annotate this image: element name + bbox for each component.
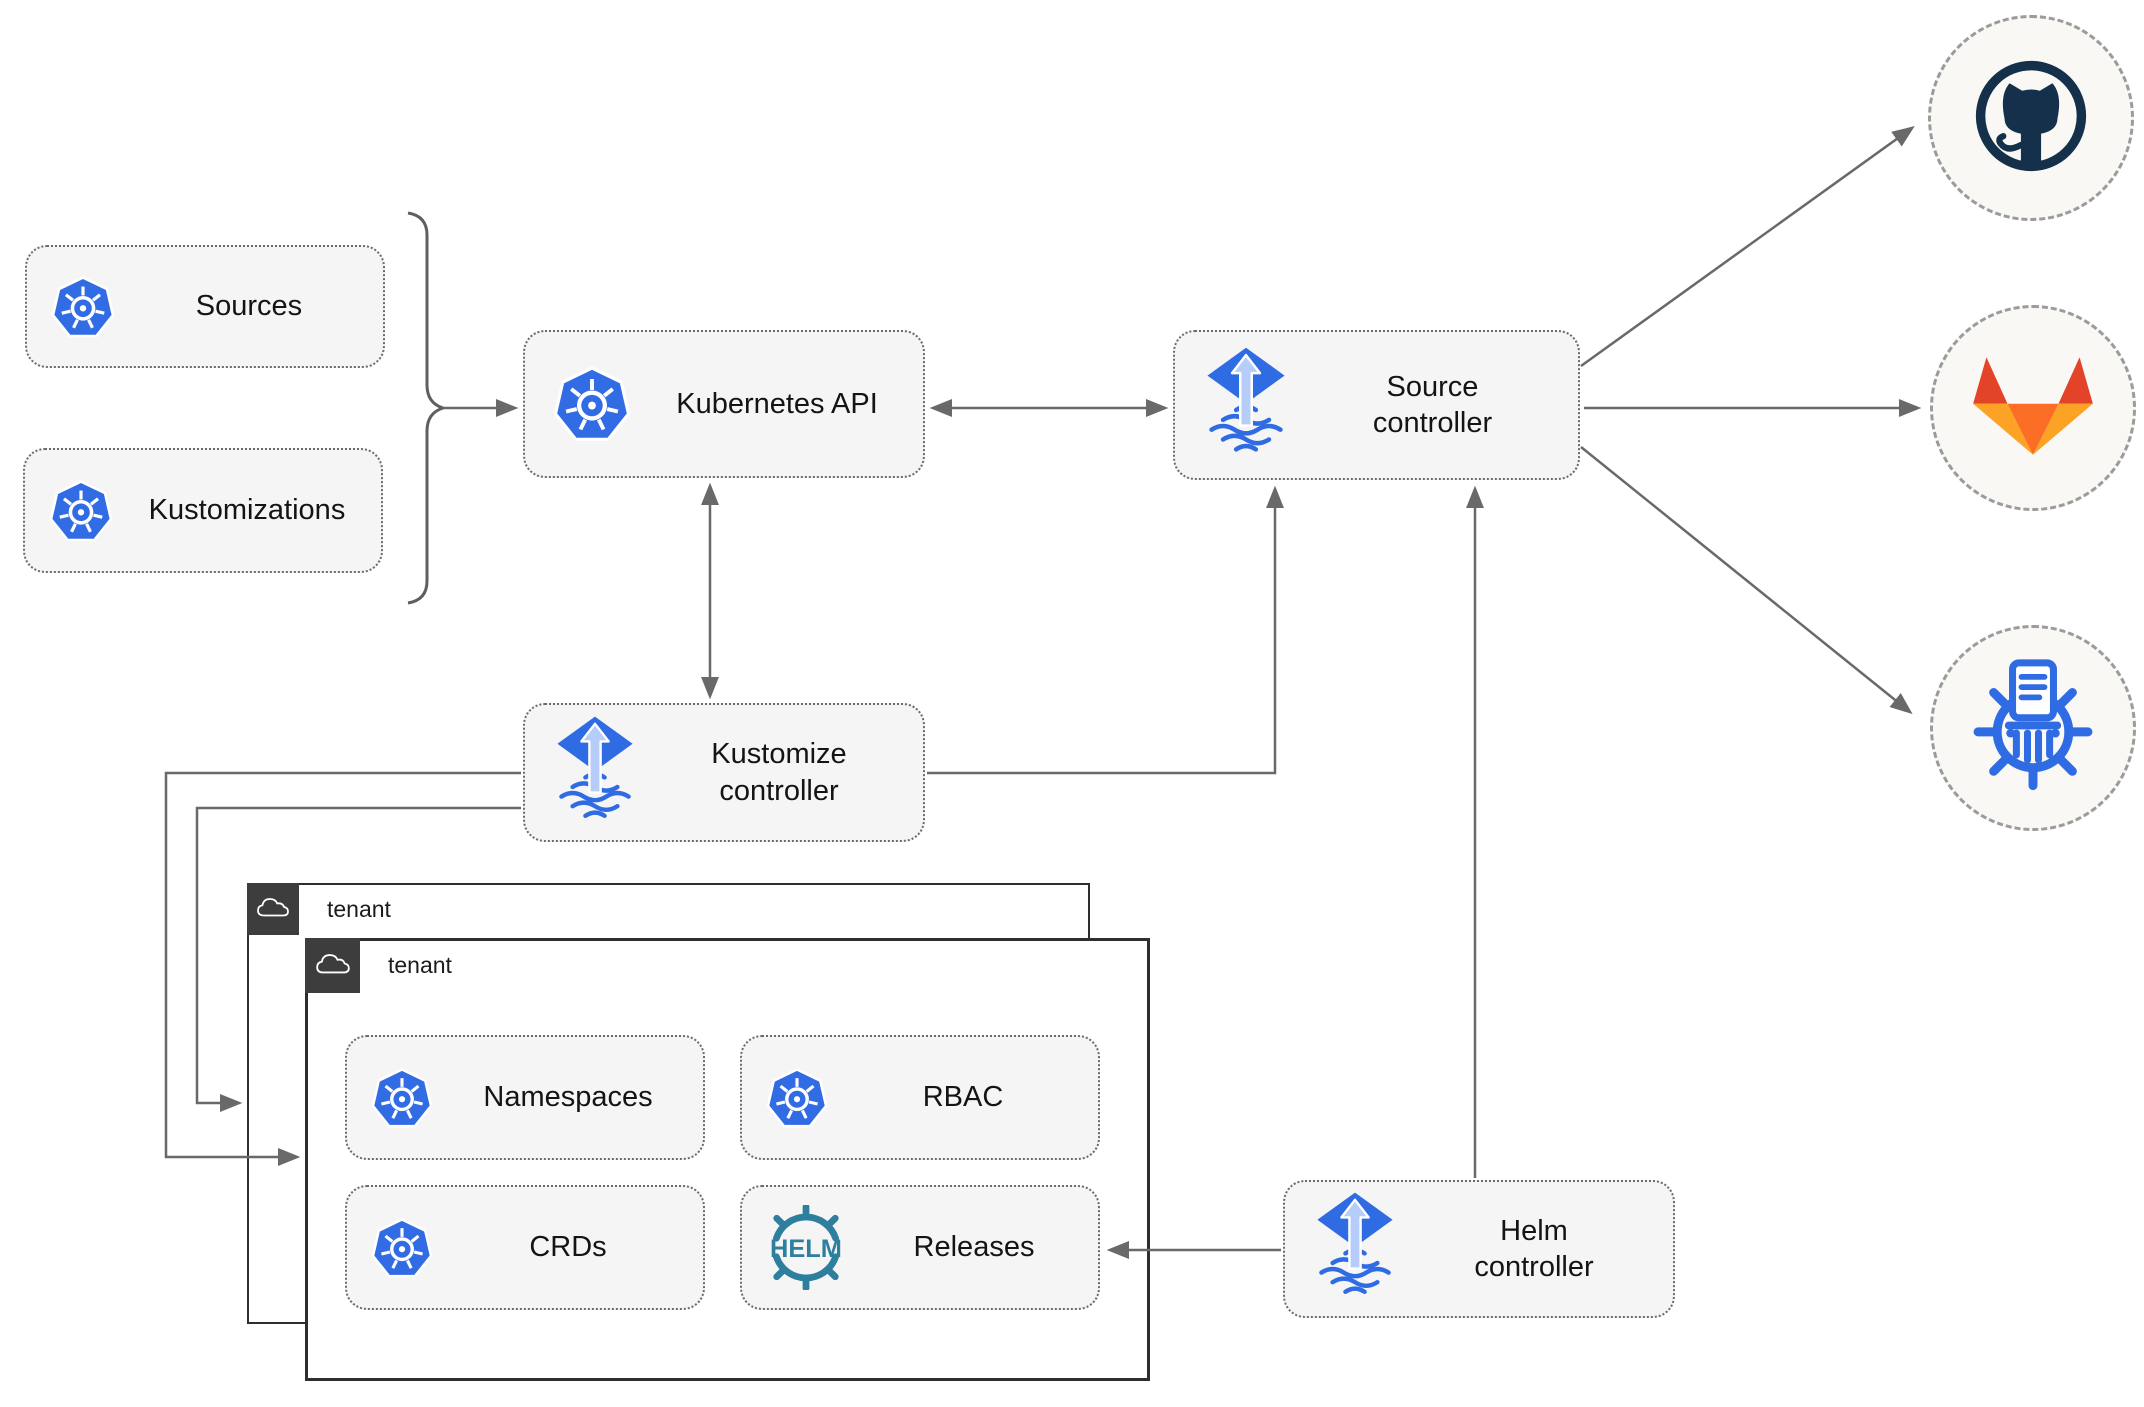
kubernetes-icon <box>766 1067 828 1129</box>
node-label: CRDs <box>529 1231 607 1264</box>
node-kustomize-controller: Kustomize controller <box>523 703 925 842</box>
node-label: Kustomize controller <box>711 738 847 807</box>
brace-sources-group <box>407 211 449 605</box>
helm-icon: HELM <box>762 1205 850 1290</box>
arrow-source-to-github <box>1580 126 1915 368</box>
node-source-controller: Source controller <box>1173 330 1580 480</box>
node-crds: CRDs <box>345 1185 705 1310</box>
kubernetes-icon <box>553 365 631 443</box>
node-label: Kustomizations <box>148 494 346 527</box>
kubernetes-icon <box>49 479 113 543</box>
kubernetes-icon <box>371 1067 433 1129</box>
node-label: Kubernetes API <box>676 387 878 420</box>
kubernetes-icon <box>51 275 115 339</box>
node-namespaces: Namespaces <box>345 1035 705 1160</box>
endpoint-chartmuseum <box>1930 625 2136 831</box>
node-label: Releases <box>913 1231 1035 1264</box>
node-label: Namespaces <box>483 1081 653 1114</box>
node-label: Sources <box>195 290 303 323</box>
tenant-label-front: tenant <box>388 952 452 978</box>
node-releases: HELM Releases <box>740 1185 1100 1310</box>
node-kubernetes-api: Kubernetes API <box>523 330 925 478</box>
flux-icon <box>1205 346 1287 465</box>
node-kustomizations: Kustomizations <box>23 448 383 573</box>
node-sources: Sources <box>25 245 385 368</box>
node-label: Source controller <box>1372 370 1493 439</box>
kubernetes-icon <box>371 1217 433 1279</box>
arrow-kustomize-to-source-controller <box>927 485 1284 775</box>
node-helm-controller: Helm controller <box>1283 1180 1675 1318</box>
github-icon <box>1968 53 2094 184</box>
cloud-icon <box>255 894 291 925</box>
node-label: RBAC <box>922 1081 1004 1114</box>
tenant-label-back: tenant <box>327 895 391 922</box>
cloud-icon <box>314 950 352 982</box>
node-label: Helm controller <box>1474 1214 1594 1283</box>
node-rbac: RBAC <box>740 1035 1100 1160</box>
gitlab-icon <box>1972 355 2094 462</box>
flux-icon <box>555 715 635 831</box>
arrow-source-to-chartmuseum <box>1580 446 1913 715</box>
endpoint-gitlab <box>1930 305 2136 511</box>
tenant-tab-back <box>247 883 299 935</box>
tenant-tab-front <box>305 938 360 993</box>
chartmuseum-icon <box>1969 659 2097 797</box>
flux-icon <box>1315 1191 1395 1307</box>
helm-wordmark: HELM <box>770 1235 842 1263</box>
endpoint-github <box>1928 15 2134 221</box>
